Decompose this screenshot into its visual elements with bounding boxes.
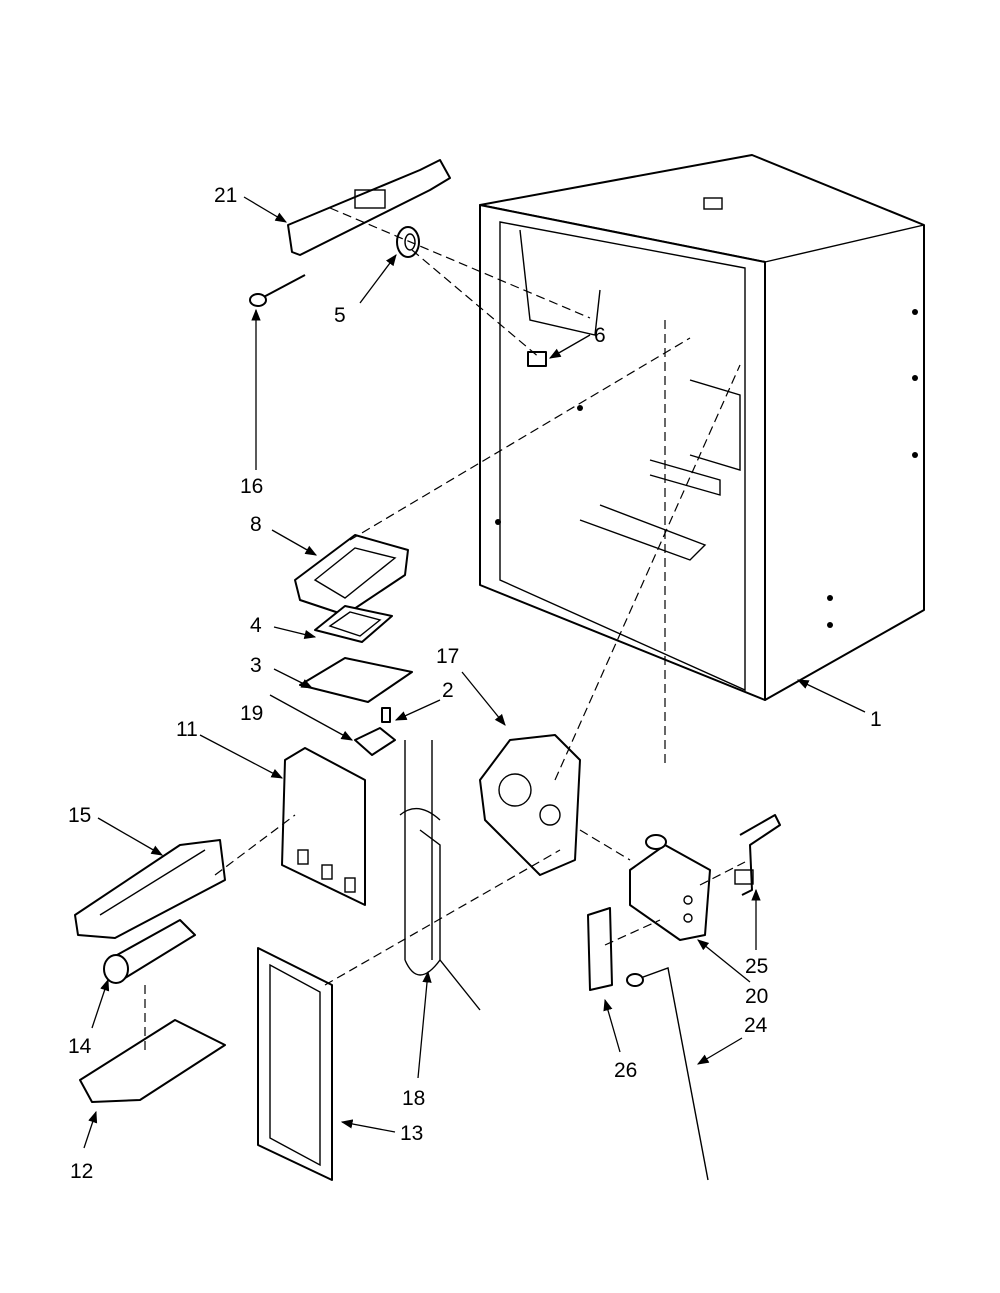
- callout-19: 19: [240, 702, 263, 725]
- part-14-cartridge: [103, 919, 196, 984]
- part-6-clip: [527, 351, 547, 367]
- part-24-tube: [626, 967, 709, 1181]
- part-4-board: [314, 605, 393, 643]
- callout-18: 18: [402, 1087, 425, 1110]
- part-8-tray: [294, 534, 409, 616]
- callout-2: 2: [442, 679, 454, 702]
- callout-24: 24: [744, 1014, 768, 1037]
- callout-3: 3: [250, 654, 262, 677]
- part-11-housing: [281, 747, 366, 906]
- callout-labels: 1 2 3 4 5 6 8 11 12 13 14 15 16 17 18 19…: [68, 184, 882, 1183]
- part-16-probe: [249, 274, 306, 307]
- part-5-knob: [396, 226, 420, 258]
- callout-11: 11: [176, 718, 198, 741]
- callout-15: 15: [68, 804, 91, 827]
- part-15-filter-head: [74, 839, 226, 939]
- callout-21: 21: [214, 184, 237, 207]
- callout-8: 8: [250, 513, 262, 536]
- part-17-dispenser: [479, 734, 581, 876]
- callout-4: 4: [250, 614, 262, 637]
- callout-12: 12: [70, 1160, 93, 1183]
- part-13-panel: [257, 947, 333, 1181]
- assembly-dashed-lines: [144, 207, 746, 1050]
- part-18-tubing: [399, 740, 481, 1011]
- callout-14: 14: [68, 1035, 92, 1058]
- part-2-screw: [381, 707, 391, 723]
- part-25-bracket: [734, 814, 781, 896]
- callout-6: 6: [594, 324, 606, 347]
- part-21-rail: [287, 159, 451, 256]
- callout-25: 25: [745, 955, 768, 978]
- part-19-fitting: [354, 727, 396, 756]
- callout-16: 16: [240, 475, 263, 498]
- part-26-clip: [587, 907, 613, 991]
- callout-20: 20: [745, 985, 768, 1008]
- part-12-filter-cover: [79, 1019, 226, 1103]
- part-20-valve: [629, 834, 711, 941]
- callout-5: 5: [334, 304, 346, 327]
- callout-1: 1: [870, 708, 882, 731]
- leader-arrows: [83, 196, 866, 1149]
- part-1-cabinet-liner: [479, 154, 925, 701]
- part-3-cover: [299, 657, 413, 703]
- callout-17: 17: [436, 645, 459, 668]
- callout-26: 26: [614, 1059, 637, 1082]
- callout-13: 13: [400, 1122, 423, 1145]
